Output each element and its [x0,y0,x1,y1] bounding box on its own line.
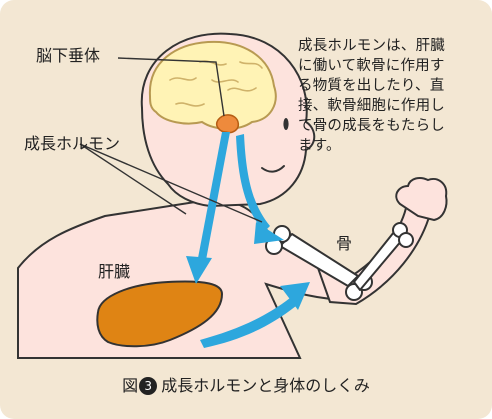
pituitary-gland [217,115,239,133]
description-text: 成長ホルモンは、肝臓 に働いて軟骨に作用す る物質を出したり、直 接、軟骨細胞に… [298,36,482,156]
description-line: ます。 [298,136,482,156]
description-line: に働いて軟骨に作用す [298,56,482,76]
description-line: る物質を出したり、直 [298,76,482,96]
liver-label: 肝臓 [98,264,130,280]
caption-prefix: 図 [122,376,138,395]
description-line: 成長ホルモンは、肝臓 [298,36,482,56]
figure-number-badge: 3 [139,377,157,395]
caption-text: 成長ホルモンと身体のしくみ [161,376,370,395]
description-line: て骨の成長をもたらし [298,116,482,136]
growth-hormone-label: 成長ホルモン [24,136,120,152]
pituitary-label: 脳下垂体 [36,48,100,64]
eye [283,118,288,130]
bone-label: 骨 [336,236,352,252]
description-line: 接、軟骨細胞に作用し [298,96,482,116]
brain [150,42,276,129]
